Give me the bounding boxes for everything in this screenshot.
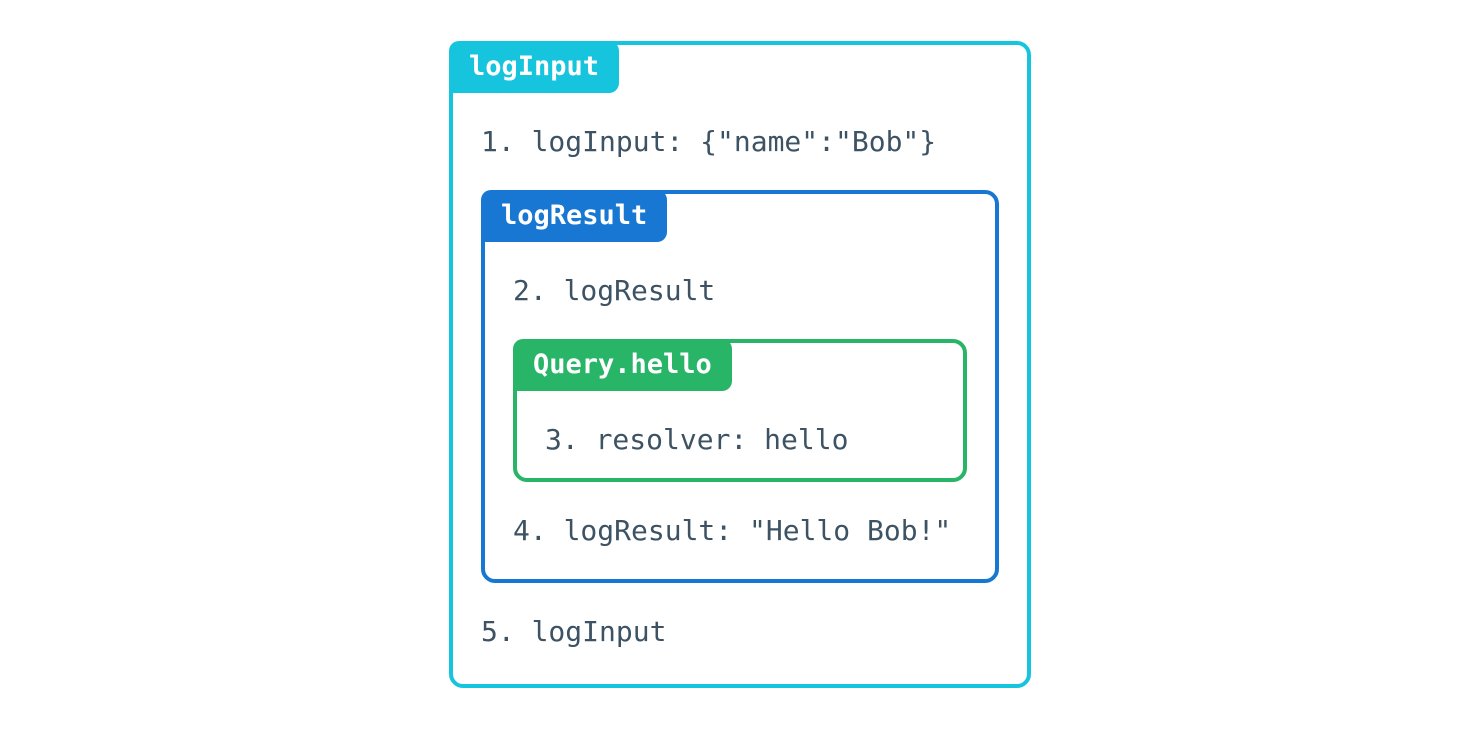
step-5-text: 5. logInput: [481, 615, 667, 648]
logresult-box-label: logResult: [481, 190, 668, 242]
loginput-box: logInput 1. logInput: {"name":"Bob"} log…: [449, 41, 1031, 688]
step-2-text: 2. logResult: [513, 274, 716, 307]
query-hello-box-label: Query.hello: [513, 339, 732, 391]
step-4-text: 4. logResult: "Hello Bob!": [513, 514, 952, 547]
plugin-lifecycle-diagram: logInput 1. logInput: {"name":"Bob"} log…: [449, 41, 1031, 688]
logresult-box: logResult 2. logResult Query.hello 3. re…: [481, 190, 999, 583]
step-1-text: 1. logInput: {"name":"Bob"}: [481, 125, 937, 158]
loginput-box-label: logInput: [449, 41, 620, 93]
step-3-text: 3. resolver: hello: [545, 423, 849, 456]
query-hello-box: Query.hello 3. resolver: hello: [513, 339, 967, 482]
